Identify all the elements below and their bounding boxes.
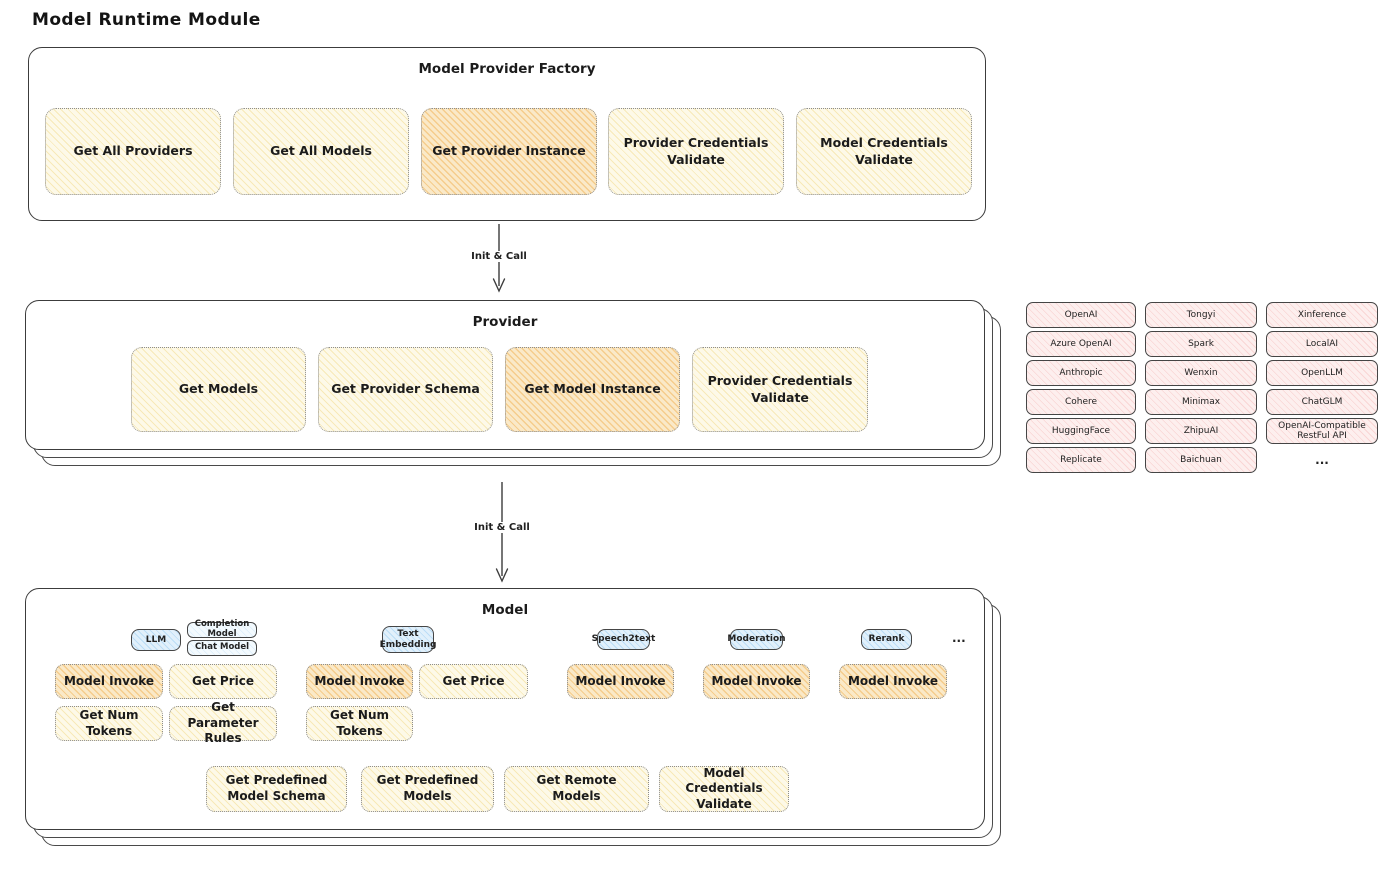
tab-rerank: Rerank (861, 629, 912, 650)
catalog-chatglm: ChatGLM (1266, 389, 1378, 415)
page-title: Model Runtime Module (32, 10, 261, 30)
provider-get-model-instance: Get Model Instance (505, 347, 680, 432)
speech2text-model-invoke: Model Invoke (567, 664, 674, 699)
factory-get-all-providers: Get All Providers (45, 108, 221, 195)
model-box: Model LLM Completion Model Chat Model Te… (25, 588, 985, 830)
catalog-huggingface: HuggingFace (1026, 418, 1136, 444)
catalog-openai-compatible: OpenAI-Compatible RestFul API (1266, 418, 1378, 444)
catalog-tongyi: Tongyi (1145, 302, 1257, 328)
rerank-model-invoke: Model Invoke (839, 664, 947, 699)
model-title: Model (481, 602, 529, 618)
arrow-down-icon (495, 482, 509, 583)
catalog-azure-openai: Azure OpenAI (1026, 331, 1136, 357)
provider-provider-credentials-validate: Provider Credentials Validate (692, 347, 868, 432)
embedding-model-invoke: Model Invoke (306, 664, 413, 699)
llm-get-parameter-rules: Get Parameter Rules (169, 700, 277, 745)
provider-get-provider-schema: Get Provider Schema (318, 347, 493, 432)
tab-llm: LLM (131, 629, 181, 651)
catalog-baichuan: Baichuan (1145, 447, 1257, 473)
model-provider-factory-title: Model Provider Factory (418, 61, 596, 77)
llm-get-price: Get Price (169, 664, 277, 699)
factory-provider-credentials-validate: Provider Credentials Validate (608, 108, 784, 195)
catalog-zhipuai: ZhipuAI (1145, 418, 1257, 444)
catalog-cohere: Cohere (1026, 389, 1136, 415)
provider-catalog: OpenAI Tongyi Xinference Azure OpenAI Sp… (1026, 302, 1378, 473)
get-remote-models: Get Remote Models (504, 766, 649, 812)
factory-get-provider-instance: Get Provider Instance (421, 108, 597, 195)
tab-speech2text: Speech2text (592, 629, 655, 650)
catalog-anthropic: Anthropic (1026, 360, 1136, 386)
catalog-replicate: Replicate (1026, 447, 1136, 473)
model-credentials-validate: Model Credentials Validate (659, 766, 789, 812)
get-predefined-models: Get Predefined Models (361, 766, 494, 812)
init-call-label-2: Init & Call (470, 522, 534, 533)
catalog-localai: LocalAI (1266, 331, 1378, 357)
catalog-spark: Spark (1145, 331, 1257, 357)
llm-model-invoke: Model Invoke (55, 664, 163, 699)
catalog-openllm: OpenLLM (1266, 360, 1378, 386)
embedding-get-price: Get Price (419, 664, 528, 699)
provider-get-models: Get Models (131, 347, 306, 432)
get-predefined-model-schema: Get Predefined Model Schema (206, 766, 347, 812)
catalog-wenxin: Wenxin (1145, 360, 1257, 386)
factory-get-all-models: Get All Models (233, 108, 409, 195)
tab-chat-model: Chat Model (187, 640, 257, 656)
provider-box: Provider Get Models Get Provider Schema … (25, 300, 985, 450)
provider-title: Provider (472, 314, 538, 330)
moderation-model-invoke: Model Invoke (703, 664, 810, 699)
catalog-openai: OpenAI (1026, 302, 1136, 328)
catalog-ellipsis: ... (1315, 453, 1329, 467)
factory-model-credentials-validate: Model Credentials Validate (796, 108, 972, 195)
catalog-minimax: Minimax (1145, 389, 1257, 415)
tab-completion-model: Completion Model (187, 619, 257, 639)
tabs-ellipsis: ... (952, 631, 966, 645)
llm-get-num-tokens: Get Num Tokens (55, 706, 163, 741)
model-provider-factory-box: Model Provider Factory Get All Providers… (28, 47, 986, 221)
init-call-label-1: Init & Call (467, 251, 531, 262)
catalog-xinference: Xinference (1266, 302, 1378, 328)
embedding-get-num-tokens: Get Num Tokens (306, 706, 413, 741)
tab-moderation: Moderation (727, 629, 786, 650)
tab-text-embedding: Text Embedding (380, 626, 436, 653)
